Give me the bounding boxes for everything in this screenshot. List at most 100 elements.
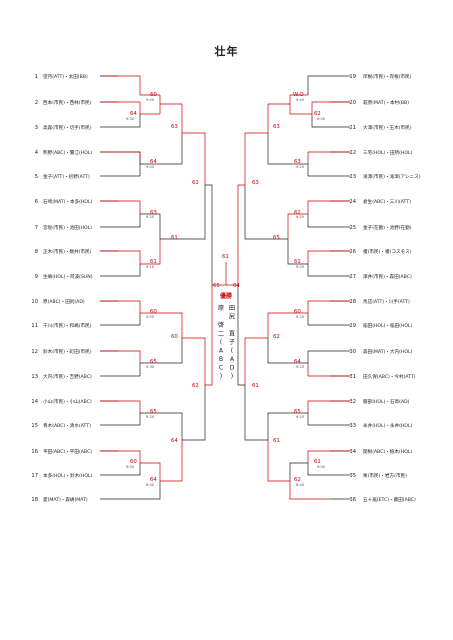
r2-bot (140, 133, 183, 165)
m-16-18-a (140, 462, 161, 481)
entry-name: 青木(ABC)・清水(ATT) (43, 422, 91, 429)
match-score: 60 (130, 459, 137, 465)
entry-number: 33 (349, 423, 356, 429)
r2-14-18-a (140, 412, 183, 440)
rm-32-33-b (307, 413, 330, 426)
entry-number: 8 (35, 249, 38, 255)
m-16-17 (118, 450, 141, 463)
champion-name-char: 原 (218, 305, 224, 312)
entry-number: 34 (349, 449, 356, 455)
rr2-28-31-a (267, 312, 308, 338)
match-score: 60 (150, 92, 157, 98)
entry-name: 田久保(ABC)・今村(ATT) (363, 373, 416, 380)
entry-number: 18 (31, 497, 38, 503)
entry-name: 三宅(HOL)・田所(HOL) (363, 149, 413, 156)
match-score: 65 (150, 409, 157, 415)
entry-number: 11 (31, 323, 38, 329)
entry-name: 高森(市民)・切手(市民) (43, 124, 92, 131)
champion-name-char: 田 (229, 305, 235, 312)
match-score: 61 (314, 459, 321, 465)
entry-name: 稲田(HOL)・稲田(HOL) (363, 322, 413, 329)
entry-number: 14 (31, 399, 38, 405)
rm-30-31-b (307, 363, 330, 377)
match-score: 63 (273, 124, 280, 130)
rm-26-27-a (307, 250, 330, 264)
r3-top-a (182, 132, 206, 185)
rr3-top-a (244, 132, 268, 185)
match-score: 65 (213, 283, 220, 289)
entry-number: 1 (35, 74, 38, 80)
match-score: 64 (171, 438, 178, 444)
entry-name: 鈴木(市民)・町田(市民) (43, 348, 92, 355)
entry-name: 金子(在勤)・池野(在勤) (363, 224, 412, 231)
champion-name-char: A (219, 348, 224, 355)
rm-20-21-a (311, 101, 330, 114)
match-time: 8:40 (296, 483, 305, 487)
match-score: 64 (233, 283, 240, 289)
entry-number: 35 (349, 473, 356, 479)
entry-number: 30 (349, 349, 356, 355)
entry-number: 19 (349, 74, 356, 80)
m-12-13-b (118, 363, 141, 377)
rm-22-23-b (307, 164, 330, 177)
rm-34-36-a (289, 462, 308, 481)
match-score: 61 (273, 438, 280, 444)
match-time: 9:20 (296, 215, 305, 219)
rm-34-36-b (289, 481, 330, 500)
match-score: 64 (130, 111, 137, 117)
entry-number: 4 (35, 150, 39, 156)
entry-name: 金子(ATT)・初野(ATT) (43, 173, 90, 180)
r2-6-9-b (140, 239, 161, 265)
rm-30-31-a (307, 350, 330, 363)
match-time: 9:10 (146, 265, 155, 269)
r3-top-b (160, 185, 206, 240)
entry-name: 栗(市民)・岩方(市民) (363, 472, 407, 479)
entry-number: 25 (349, 225, 356, 231)
match-score: 62 (192, 383, 199, 389)
rm-32-33-a (307, 400, 330, 413)
m-16-18-b (118, 481, 161, 500)
match-score: 62 (273, 334, 280, 340)
match-score: 60 (171, 334, 178, 340)
entry-name: 五十嵐(ETC)・藤田(ABC) (363, 496, 416, 503)
match-time: 9:00 (126, 465, 135, 469)
match-score: 63 (252, 180, 259, 186)
match-score: 65 (294, 409, 301, 415)
m-6-7-b (118, 214, 141, 228)
entry-name: 熊野(ABC)・鷺江(HOL) (43, 149, 92, 156)
match-scores: 609:40649:3063649:0061639:2061619:10609:… (126, 92, 326, 487)
m-6-7 (118, 200, 141, 214)
entry-number: 26 (349, 249, 356, 255)
match-score: 64 (150, 477, 157, 483)
rr2-32-36-b (267, 440, 290, 482)
match-time: 9:30 (146, 365, 155, 369)
entry-number: 6 (35, 199, 38, 205)
match-score: 63 (171, 124, 178, 130)
match-score: 61 (150, 259, 157, 265)
rr2-24-27-a (287, 213, 308, 239)
match-time: 9:20 (296, 265, 305, 269)
match-score: 63 (294, 159, 301, 165)
match-score: 62 (294, 210, 301, 216)
entry-name: 本多(HOL)・鈴木(HOL) (43, 472, 93, 479)
r2-10-13-a (140, 312, 183, 338)
entry-number: 22 (349, 150, 356, 156)
entry-name: 萩原(MAT)・本村(BB) (363, 99, 409, 106)
entry-number: 36 (349, 497, 356, 503)
match-time: 9:20 (296, 315, 305, 319)
match-score: W.O (293, 92, 304, 98)
entry-name: 西本(市民)・西林(市民) (43, 99, 92, 106)
m-10-11 (118, 300, 141, 313)
m-8-9-b (118, 264, 141, 277)
r2-10-13-b (140, 338, 183, 364)
rm-26-27-b (307, 264, 330, 277)
m-12-13 (118, 350, 141, 363)
champion-name-char: ( (231, 348, 233, 355)
rm-wo (289, 95, 312, 115)
champion-name-char: C (219, 365, 223, 372)
rm-19-20-a (307, 75, 330, 95)
match-score: 60 (150, 309, 157, 315)
match-time: 9:00 (317, 465, 326, 469)
rm-24-25-b (307, 214, 330, 228)
entry-number: 23 (349, 174, 356, 180)
